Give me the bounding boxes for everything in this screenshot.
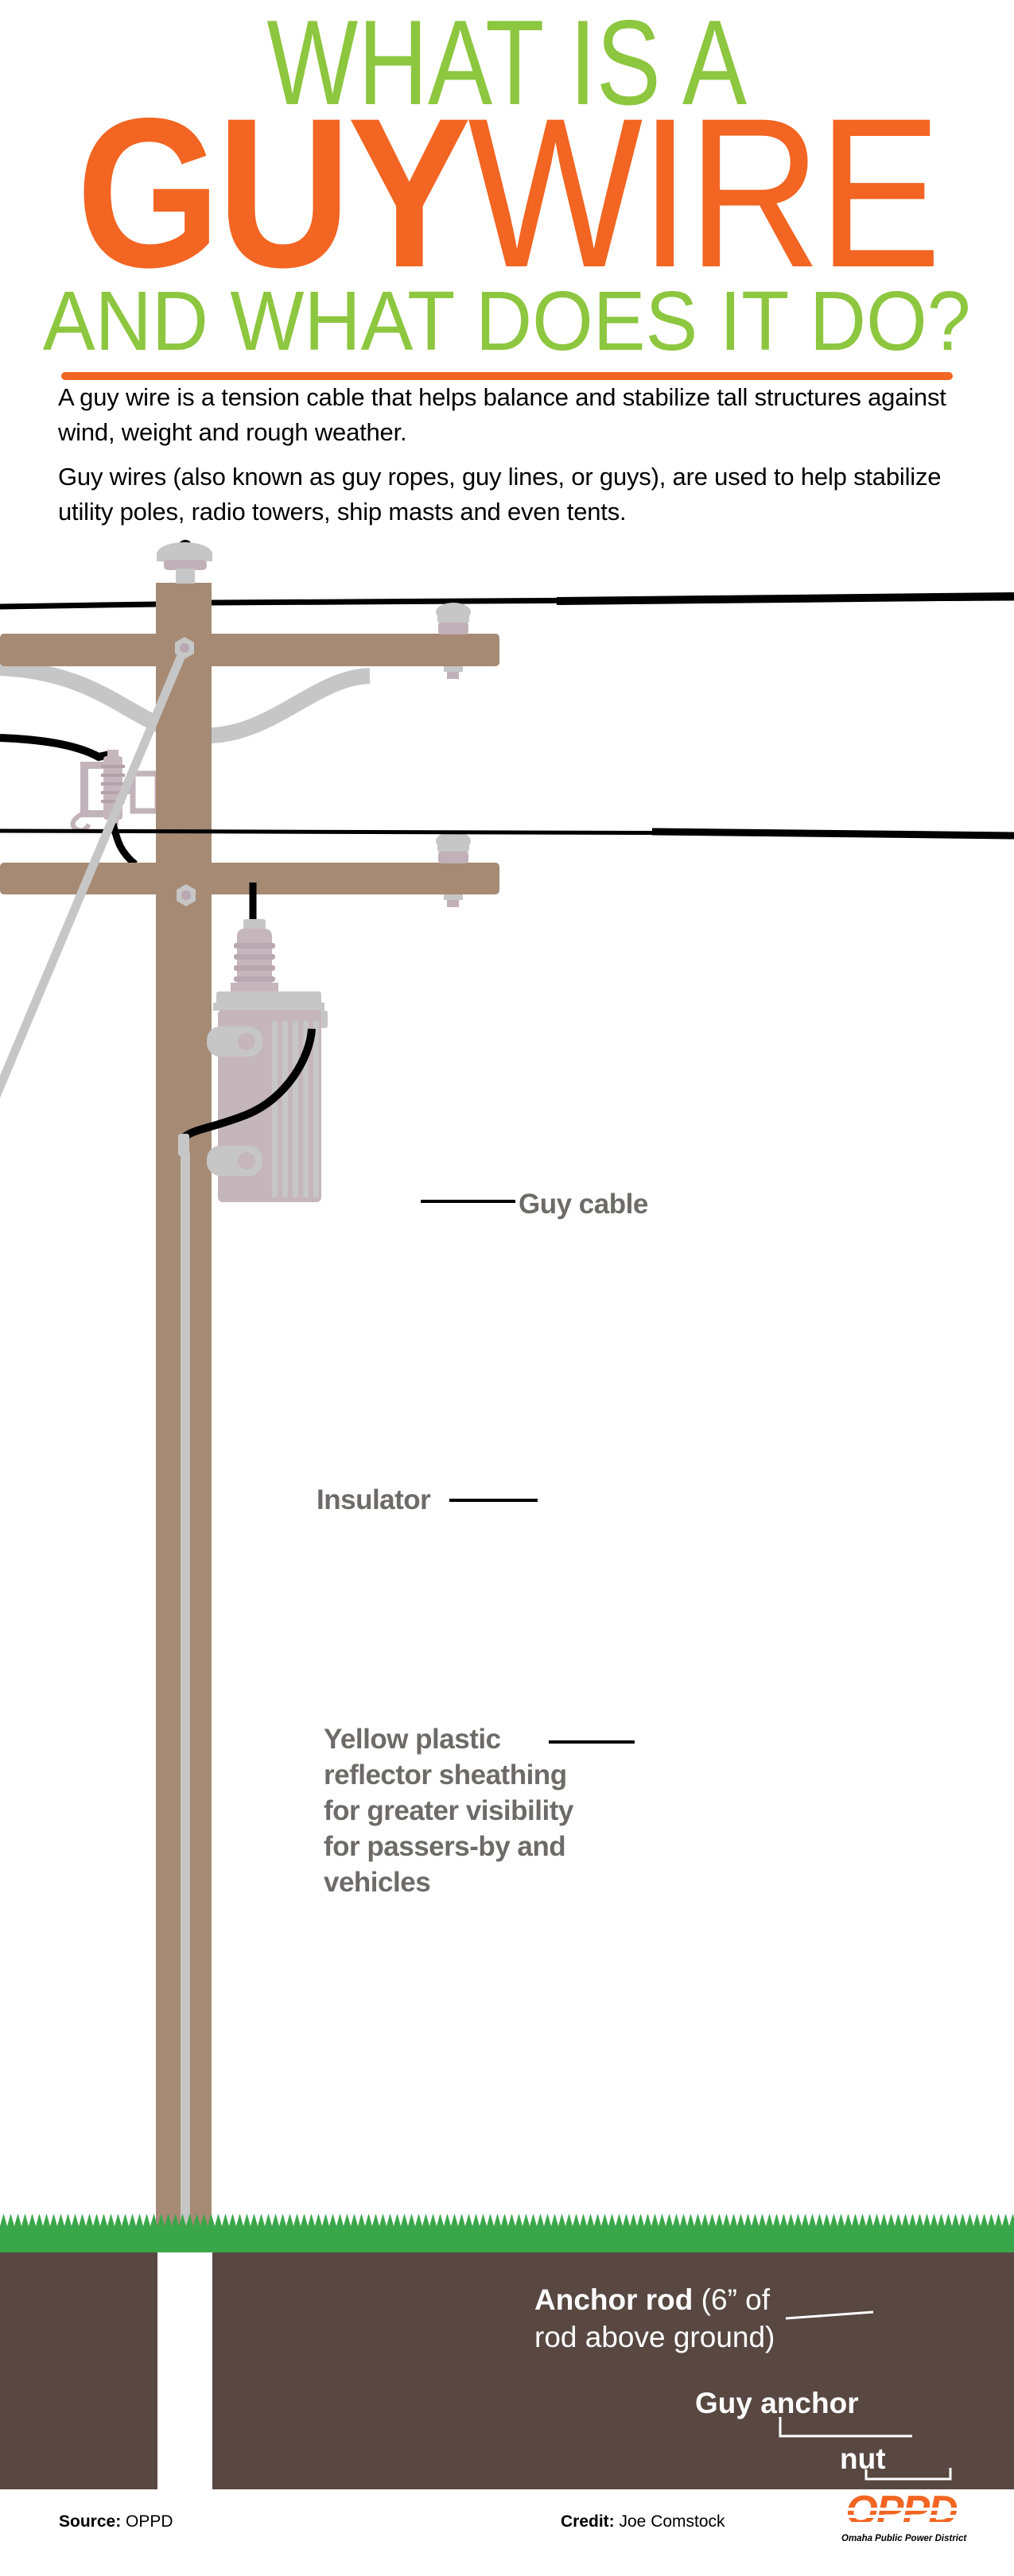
power-line-secondary xyxy=(0,828,1014,840)
pole-underground-gap xyxy=(157,2252,212,2489)
oppd-logo-text: OPPD xyxy=(845,2488,958,2534)
bushing-rib xyxy=(234,943,275,949)
crossarm-insulator-skirt xyxy=(438,852,468,863)
oppd-logo-wordmark: OPPD xyxy=(841,2488,961,2534)
crossarm-insulator-top xyxy=(436,603,471,679)
crossarm-insulator-nut xyxy=(447,672,459,679)
mounting-hole-lower xyxy=(238,1152,255,1170)
logo-stripe xyxy=(841,2508,961,2511)
guy-cable-upper xyxy=(0,646,189,1441)
anchor-rod-label-bold: Anchor rod xyxy=(534,2283,693,2316)
title-line-2: GUYWIRE xyxy=(0,86,1014,299)
transformer-lid xyxy=(216,991,321,1005)
bushing-rib xyxy=(234,965,275,971)
anchor-rod-label: Anchor rod (6” of rod above ground) xyxy=(534,2281,775,2356)
guy-anchor-leader xyxy=(779,2417,912,2438)
cutout-cap xyxy=(107,750,118,758)
title-line-3-text: AND WHAT DOES IT DO? xyxy=(43,274,971,368)
source-label: Source: xyxy=(59,2512,122,2531)
crossarm-bottom xyxy=(0,863,499,894)
cutout-feed-wire xyxy=(0,734,111,762)
nut-label: nut xyxy=(840,2442,886,2475)
title-line-3: AND WHAT DOES IT DO? xyxy=(0,279,1014,363)
title-line-2-text: GUYWIRE xyxy=(76,86,942,299)
bushing-rib xyxy=(234,976,275,982)
intro-paragraph-2: Guy wires (also known as guy ropes, guy … xyxy=(58,463,942,526)
bushing-cap xyxy=(243,919,266,930)
pole-top-insulator xyxy=(157,540,212,584)
grass xyxy=(0,2226,1014,2252)
source-value: OPPD xyxy=(121,2512,173,2531)
cutout-drop-wire xyxy=(109,822,138,867)
logo-stripe xyxy=(841,2515,961,2518)
crossarm-insulator-bottom xyxy=(436,832,471,907)
intro-text: A guy wire is a tension cable that helps… xyxy=(58,380,953,539)
oppd-logo: OPPD Omaha Public Power District xyxy=(841,2488,967,2543)
transformer-lid-lip xyxy=(213,1003,324,1011)
insulator-dome-base xyxy=(157,554,212,561)
crossarm-insulator-skirt xyxy=(438,623,468,634)
fuse-cutout xyxy=(0,734,161,867)
nut-leader xyxy=(864,2468,952,2481)
source-credit: Source: OPPD xyxy=(59,2512,173,2531)
jumper-ferrule xyxy=(178,1134,189,1156)
crossarm-insulator-washer xyxy=(444,894,463,900)
crossarm-insulator-washer xyxy=(444,666,463,672)
author-credit: Credit: Joe Comstock xyxy=(561,2512,725,2531)
white-leader-lines xyxy=(779,2310,952,2481)
black-leader-lines xyxy=(421,1200,635,1744)
transformer xyxy=(178,919,328,2226)
pole-ground-wire xyxy=(181,1153,190,2226)
cutout-bracket xyxy=(80,762,88,817)
power-line-top-thick xyxy=(556,592,1014,605)
title-line-1-text: WHAT IS A xyxy=(266,0,748,130)
crossarm-top xyxy=(0,634,499,666)
bushing-base xyxy=(231,983,278,993)
guy-wire-assembly xyxy=(0,646,189,1441)
cutout-bracket-bottom xyxy=(80,810,111,817)
power-line-top xyxy=(0,592,1014,610)
title-divider-rule xyxy=(61,372,953,380)
title-line-1: WHAT IS A xyxy=(0,2,1014,123)
anchor-rod-leader xyxy=(785,2310,874,2320)
insulator-skirt xyxy=(164,560,207,570)
crossarm-insulator-body xyxy=(437,611,469,624)
anchor-rod-label-rest: (6” of rod above ground) xyxy=(534,2283,775,2353)
credit-label: Credit: xyxy=(561,2512,615,2531)
intro-paragraph-1: A guy wire is a tension cable that helps… xyxy=(58,383,946,446)
oppd-logo-tagline: Omaha Public Power District xyxy=(841,2534,967,2543)
credit-value: Joe Comstock xyxy=(614,2512,725,2531)
power-line-top-left xyxy=(0,601,157,610)
transformer-jumper-wire xyxy=(181,1028,316,1141)
bushing-rib xyxy=(234,954,275,960)
insulator-label: Insulator xyxy=(317,1484,431,1515)
crossarm-insulator-body xyxy=(437,840,469,853)
crossarm-bolt xyxy=(177,884,196,906)
mounting-hole-upper xyxy=(238,1033,255,1050)
guy-cable-label: Guy cable xyxy=(519,1189,648,1220)
grass-spikes xyxy=(0,2214,1014,2227)
bolt-washer xyxy=(181,890,191,900)
crossarm-insulator-nut xyxy=(447,900,459,907)
sheathing-label: Yellow plastic reflector sheathing for g… xyxy=(324,1724,573,1898)
logo-stripe xyxy=(841,2522,961,2525)
power-line-secondary-thick xyxy=(651,828,1014,840)
title-wire: WIRE xyxy=(467,73,942,312)
title-guy: GUY xyxy=(76,73,472,312)
cutout-bracket-top xyxy=(80,762,111,769)
guy-attachment-bolt xyxy=(175,637,194,659)
bolt-washer xyxy=(180,643,189,653)
cooling-ribs xyxy=(272,1021,319,1197)
guy-anchor-label: Guy anchor xyxy=(695,2387,859,2419)
cutout-pole-bracket xyxy=(130,770,161,814)
insulator-stem xyxy=(176,568,195,584)
